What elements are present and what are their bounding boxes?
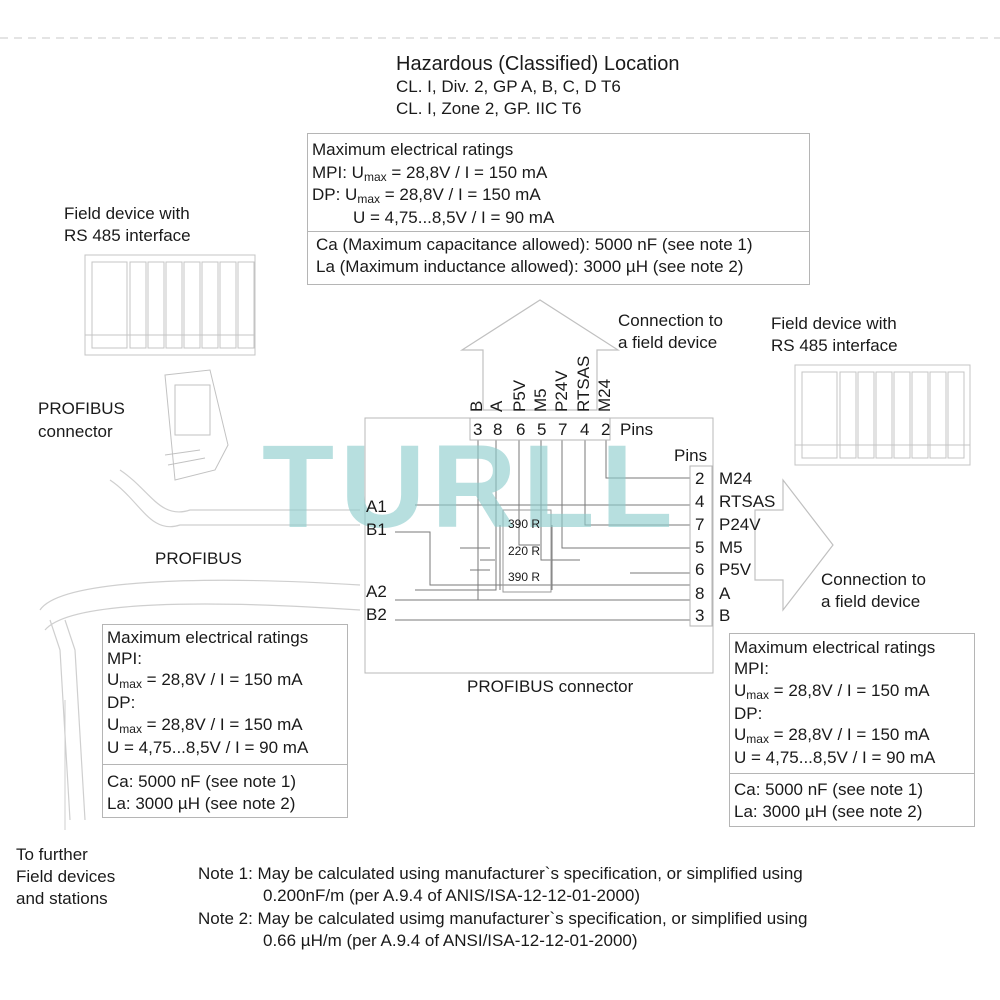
top-pin-num: 6 — [516, 420, 526, 439]
connection-right-1: Connection to — [821, 570, 926, 589]
left-ratings-u2: Umax = 28,8V / I = 150 mA — [107, 715, 303, 736]
profibus-connector-label-2: connector — [38, 422, 113, 441]
right-ratings-la: La: 3000 µH (see note 2) — [734, 802, 923, 821]
top-pin-name-p24v: P24V — [552, 370, 571, 412]
top-ratings-ca: Ca (Maximum capacitance allowed): 5000 n… — [316, 235, 753, 254]
top-ratings-box — [307, 133, 810, 285]
right-pin-name: A — [719, 584, 731, 603]
right-pin-name: P5V — [719, 560, 752, 579]
right-pin-num: 5 — [695, 538, 705, 557]
left-ratings-u3: U = 4,75...8,5V / I = 90 mA — [107, 738, 309, 757]
connection-top-2: a field device — [618, 333, 718, 352]
connection-top-1: Connection to — [618, 311, 723, 330]
right-ratings-u2: Umax = 28,8V / I = 150 mA — [734, 725, 930, 746]
terminal-a1: A1 — [366, 497, 387, 516]
right-ratings-mpi: MPI: — [734, 659, 769, 678]
class-line-1: CL. I, Div. 2, GP A, B, C, D T6 — [396, 77, 621, 96]
top-ratings-la: La (Maximum inductance allowed): 3000 µH… — [316, 257, 744, 276]
note-1-line-2: 0.200nF/m (per A.9.4 of ANIS/ISA-12-12-0… — [263, 886, 641, 905]
terminal-b1: B1 — [366, 520, 387, 539]
connector-caption: PROFIBUS connector — [467, 677, 634, 696]
right-pin-num: 7 — [695, 515, 705, 534]
right-ratings-box — [729, 633, 975, 827]
right-pin-num: 3 — [695, 606, 705, 625]
right-ratings-u3: U = 4,75...8,5V / I = 90 mA — [734, 748, 936, 767]
top-pin-name-b: B — [467, 400, 486, 412]
right-ratings-u1: Umax = 28,8V / I = 150 mA — [734, 681, 930, 702]
class-line-2: CL. I, Zone 2, GP. IIC T6 — [396, 99, 582, 118]
right-device-label-1: Field device with — [771, 314, 897, 333]
left-ratings-u1: Umax = 28,8V / I = 150 mA — [107, 670, 303, 691]
right-pin-name: RTSAS — [719, 492, 776, 511]
resistor-label: 220 R — [508, 544, 541, 558]
left-ratings-la: La: 3000 µH (see note 2) — [107, 794, 296, 813]
top-pin-name-a: A — [487, 400, 506, 412]
right-ratings-dp: DP: — [734, 704, 763, 723]
right-pin-num: 2 — [695, 469, 705, 488]
resistor-label: 390 R — [508, 570, 541, 584]
top-ratings-heading: Maximum electrical ratings — [312, 140, 514, 159]
top-pin-name-m5: M5 — [531, 388, 550, 412]
further-line-3: and stations — [16, 889, 108, 908]
terminal-b2: B2 — [366, 605, 387, 624]
top-ratings-dp: DP: Umax = 28,8V / I = 150 mA — [312, 185, 541, 206]
connection-right-2: a field device — [821, 592, 921, 611]
right-pin-num: 4 — [695, 492, 705, 511]
top-pin-num: 3 — [473, 420, 483, 439]
left-ratings-mpi: MPI: — [107, 649, 142, 668]
top-pin-num: 4 — [580, 420, 590, 439]
top-ratings-mpi: MPI: Umax = 28,8V / I = 150 mA — [312, 163, 548, 184]
right-pin-name: B — [719, 606, 731, 625]
top-pin-num: 5 — [537, 420, 547, 439]
right-ratings-ca: Ca: 5000 nF (see note 1) — [734, 780, 924, 799]
top-ratings-dp-u: U = 4,75...8,5V / I = 90 mA — [353, 208, 555, 227]
top-pin-num: 2 — [601, 420, 611, 439]
right-pin-name: M5 — [719, 538, 743, 557]
left-ratings-dp: DP: — [107, 693, 136, 712]
profibus-connector-label-1: PROFIBUS — [38, 399, 125, 418]
top-pin-num: 7 — [558, 420, 568, 439]
left-device-label-2: RS 485 interface — [64, 226, 191, 245]
resistor-label: 390 R — [508, 517, 541, 531]
left-device-label-1: Field device with — [64, 204, 190, 223]
further-line-1: To further — [16, 845, 88, 864]
right-pin-num: 8 — [695, 584, 705, 603]
further-line-2: Field devices — [16, 867, 116, 886]
right-pin-num: 6 — [695, 560, 705, 579]
profibus-cable-label: PROFIBUS — [155, 549, 242, 568]
left-ratings-box — [102, 624, 348, 818]
top-pin-name-m24: M24 — [595, 378, 614, 412]
left-ratings-heading: Maximum electrical ratings — [107, 628, 309, 647]
left-ratings-ca: Ca: 5000 nF (see note 1) — [107, 772, 297, 791]
top-pin-num: 8 — [493, 420, 503, 439]
note-1-line-1: Note 1: May be calculated using manufact… — [198, 864, 803, 883]
top-pin-name-rtsas: RTSAS — [574, 355, 593, 412]
note-2-line-2: 0.66 µH/m (per A.9.4 of ANSI/ISA-12-12-0… — [263, 931, 638, 950]
right-pins-label: Pins — [674, 446, 708, 465]
right-ratings-heading: Maximum electrical ratings — [734, 638, 936, 657]
right-pin-name: M24 — [719, 469, 753, 488]
watermark: TURLL — [262, 421, 679, 553]
top-pin-name-p5v: P5V — [510, 379, 529, 412]
right-pin-name: P24V — [719, 515, 761, 534]
top-pins-label: Pins — [620, 420, 654, 439]
hazardous-title: Hazardous (Classified) Location — [396, 53, 680, 75]
terminal-a2: A2 — [366, 582, 387, 601]
note-2-line-1: Note 2: May be calculated usimg manufact… — [198, 909, 808, 928]
right-device-label-2: RS 485 interface — [771, 336, 898, 355]
